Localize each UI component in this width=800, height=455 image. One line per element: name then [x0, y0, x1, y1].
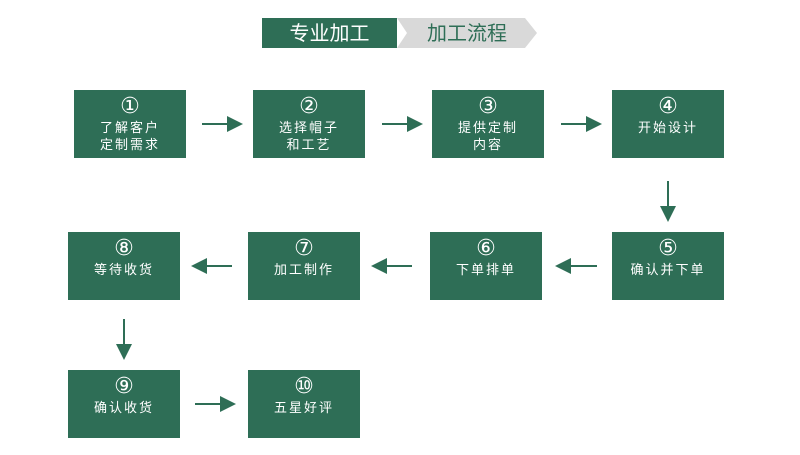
step-label-line1: 开始设计	[637, 121, 698, 136]
step-6-box: ⑥ 下单排单	[430, 232, 542, 300]
step-number: ④	[658, 94, 678, 119]
step-label-line1: 选择帽子	[278, 121, 339, 136]
step-1-box: ① 了解客户 定制需求	[74, 90, 186, 158]
step-number: ②	[299, 94, 319, 119]
step-label-line1: 加工制作	[273, 263, 334, 278]
step-number: ⑨	[114, 374, 134, 399]
step-label-line1: 提供定制	[457, 121, 518, 136]
step-label-line1: 下单排单	[455, 263, 516, 278]
step-number: ⑦	[294, 236, 314, 261]
step-number: ⑤	[658, 236, 678, 261]
step-number: ①	[120, 94, 140, 119]
step-number: ③	[478, 94, 498, 119]
step-number: ⑩	[294, 374, 314, 399]
step-label-line1: 确认并下单	[630, 263, 706, 278]
step-5-box: ⑤ 确认并下单	[612, 232, 724, 300]
step-4-box: ④ 开始设计	[612, 90, 724, 158]
step-label-line1: 五星好评	[273, 401, 334, 416]
step-7-box: ⑦ 加工制作	[248, 232, 360, 300]
step-number: ⑥	[476, 236, 496, 261]
step-number: ⑧	[114, 236, 134, 261]
step-label-line1: 确认收货	[93, 401, 154, 416]
step-2-box: ② 选择帽子 和工艺	[253, 90, 365, 158]
banner-title-professional: 专业加工	[262, 18, 397, 48]
step-label-line1: 了解客户	[99, 121, 160, 136]
step-10-box: ⑩ 五星好评	[248, 370, 360, 438]
step-label-line2: 内容	[472, 138, 503, 153]
step-label-line1: 等待收货	[93, 263, 154, 278]
step-label-line2: 定制需求	[99, 138, 160, 153]
step-label-line2: 和工艺	[286, 138, 332, 153]
step-9-box: ⑨ 确认收货	[68, 370, 180, 438]
banner-title-process: 加工流程	[397, 18, 537, 48]
step-3-box: ③ 提供定制 内容	[432, 90, 544, 158]
step-8-box: ⑧ 等待收货	[68, 232, 180, 300]
